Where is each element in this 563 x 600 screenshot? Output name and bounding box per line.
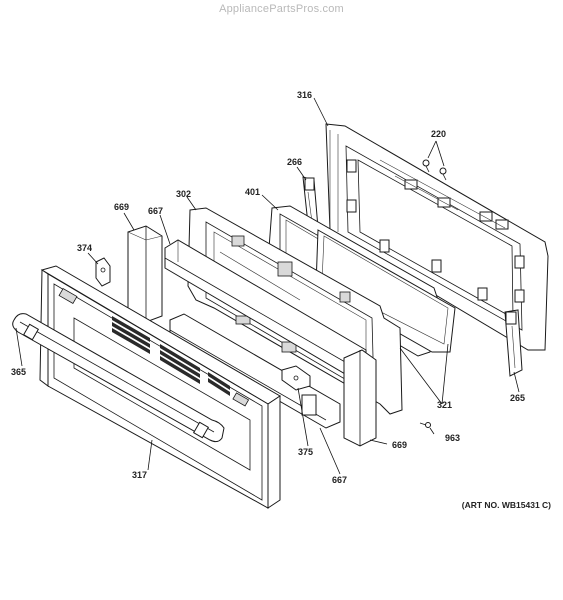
door-handle-365 [12,313,225,443]
callout-266: 266 [287,157,303,167]
callout-669-left: 669 [114,202,130,212]
callout-375: 375 [298,447,314,457]
watermark-text: AppliancePartsPros.com [219,3,344,15]
callout-321: 321 [437,400,453,410]
side-insulation-669-left [127,225,163,323]
bracket-374 [95,257,111,287]
callout-963: 963 [445,433,461,443]
callout-317: 317 [132,470,148,480]
callout-265: 265 [510,393,526,403]
callout-667-upper: 667 [148,206,164,216]
vent-duct-667-lower [169,313,341,429]
bracket-265 [504,309,523,377]
callout-302: 302 [176,189,192,199]
callout-220: 220 [431,129,447,139]
callout-667-lower: 667 [332,475,348,485]
bracket-375 [281,365,311,391]
callout-316: 316 [297,90,313,100]
callout-401: 401 [245,187,261,197]
screw-963 [419,422,431,428]
side-insulation-669-right [343,349,377,447]
callout-669-right: 669 [392,440,408,450]
vent-slots-upper [112,316,230,396]
screws-220 [422,159,447,181]
callout-365: 365 [11,367,27,377]
art-number: (ART NO. WB15431 C) [461,500,551,510]
leader-lines [15,97,520,475]
callout-374: 374 [77,243,93,253]
